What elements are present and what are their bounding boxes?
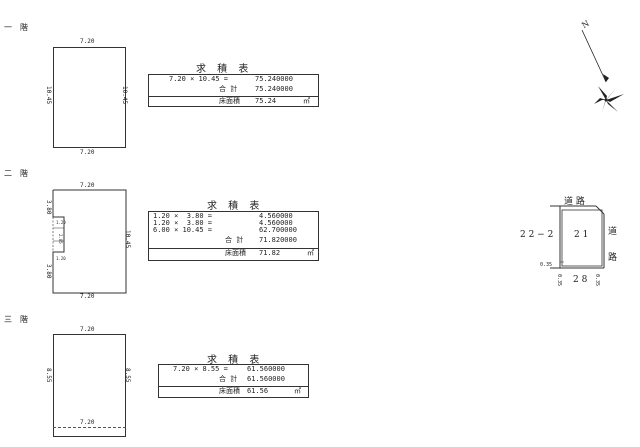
- floor-2-dim-inner-top: 1.20: [56, 220, 66, 225]
- table-row: 1.20 × 3.80 = 4.560000: [149, 212, 318, 220]
- floor-1-dim-left: 10.45: [45, 86, 52, 105]
- floor-2-plan: [52, 189, 127, 294]
- floor-1-plan: [53, 47, 126, 148]
- floor-3-label: 三 階: [4, 315, 28, 324]
- floor-2-dim-inner-bottom: 1.20: [56, 256, 66, 261]
- road-label-top: 道 路: [564, 197, 585, 207]
- floor-3-plan: [53, 334, 126, 437]
- floor-area-label: 床面積: [225, 249, 246, 257]
- floor-area-label: 床面積: [219, 387, 240, 395]
- road-label-right-2: 路: [608, 253, 618, 263]
- floor-2-dim-bottom: 7.20: [80, 293, 95, 300]
- calc-expression: 1.20 × 3.80 =: [153, 219, 213, 227]
- floor-3-dim-top: 7.20: [80, 326, 95, 333]
- floor-3-dim-bottom: 7.20: [80, 419, 95, 426]
- floor-2-table-title: 求 積 表: [207, 201, 264, 212]
- floor-2-label: 二 階: [4, 169, 28, 178]
- floor-1-area-table: 7.20 × 10.45 = 75.240000 合 計 75.240000 床…: [148, 74, 319, 107]
- floor-2-area-table: 1.20 × 3.80 = 4.560000 1.20 × 3.80 = 4.5…: [148, 211, 319, 261]
- floor-1-label: 一 階: [4, 23, 28, 32]
- floor-3-table-title: 求 積 表: [207, 355, 264, 366]
- calc-expression: 7.20 × 10.45 =: [169, 75, 229, 83]
- total-value: 71.820000: [259, 236, 297, 244]
- floor-3-dim-right: 8.55: [124, 368, 131, 383]
- offset-bottom-left: 0.35: [556, 274, 562, 287]
- total-label: 合 計: [225, 236, 244, 244]
- floor-1-table-title: 求 積 表: [196, 64, 253, 75]
- table-row: 1.20 × 3.80 = 4.560000: [149, 219, 318, 227]
- area-unit: ㎡: [303, 97, 310, 105]
- floor-2-dim-top: 7.20: [80, 182, 95, 189]
- calc-expression: 7.20 × 8.55 =: [173, 365, 228, 373]
- total-value: 75.240000: [255, 85, 293, 93]
- table-row: 6.00 × 10.45 = 62.700000: [149, 226, 318, 234]
- floor-2-dim-inner-mid: 2.85: [58, 234, 63, 244]
- area-unit: ㎡: [294, 387, 301, 395]
- floor-3-divider: [53, 427, 126, 428]
- floor-area-row: 床面積 75.24 ㎡: [149, 96, 318, 108]
- floor-area-value: 75.24: [255, 97, 277, 105]
- table-row: 7.20 × 10.45 = 75.240000: [149, 75, 318, 84]
- lot-label-left: 2 2 − 2: [520, 230, 554, 240]
- total-row: 合 計 75.240000: [149, 85, 318, 94]
- calc-result: 4.560000: [259, 219, 293, 227]
- area-unit: ㎡: [307, 249, 314, 257]
- total-value: 61.560000: [247, 375, 285, 383]
- floor-1-dim-top: 7.20: [80, 38, 95, 45]
- floor-area-row: 床面積 71.82 ㎡: [149, 248, 318, 261]
- floor-area-label: 床面積: [219, 97, 240, 105]
- calc-expression: 6.00 × 10.45 =: [153, 226, 213, 234]
- north-arrow-icon: [581, 29, 624, 112]
- site-plan: [550, 205, 605, 269]
- total-row: 合 計 61.560000: [159, 375, 308, 384]
- total-label: 合 計: [219, 375, 238, 383]
- floor-area-value: 61.56: [247, 387, 269, 395]
- road-label-right-1: 道: [608, 227, 618, 237]
- calc-result: 61.560000: [247, 365, 285, 373]
- floor-3-area-table: 7.20 × 8.55 = 61.560000 合 計 61.560000 床面…: [158, 364, 309, 398]
- table-row: 7.20 × 8.55 = 61.560000: [159, 365, 308, 374]
- calc-result: 62.700000: [259, 226, 297, 234]
- total-label: 合 計: [219, 85, 238, 93]
- floor-1-dim-bottom: 7.20: [80, 149, 95, 156]
- offset-left: 0.35: [540, 262, 553, 268]
- floor-area-row: 床面積 61.56 ㎡: [159, 386, 308, 399]
- floor-2-dim-left-top: 3.80: [45, 200, 52, 215]
- floor-area-value: 71.82: [259, 249, 281, 257]
- floor-2-dim-right: 10.45: [124, 230, 131, 249]
- total-row: 合 計 71.820000: [149, 236, 318, 245]
- calc-result: 4.560000: [259, 212, 293, 220]
- floor-1-dim-right: 10.45: [121, 86, 128, 105]
- floor-3-dim-left: 8.55: [45, 368, 52, 383]
- offset-bottom-right: 0.35: [594, 274, 600, 287]
- lot-label-main: 2 1: [574, 230, 589, 240]
- calc-result: 75.240000: [255, 75, 293, 83]
- lot-label-bottom: 2 8: [573, 275, 588, 285]
- calc-expression: 1.20 × 3.80 =: [153, 212, 213, 220]
- floor-2-dim-left-bottom: 3.80: [45, 264, 52, 279]
